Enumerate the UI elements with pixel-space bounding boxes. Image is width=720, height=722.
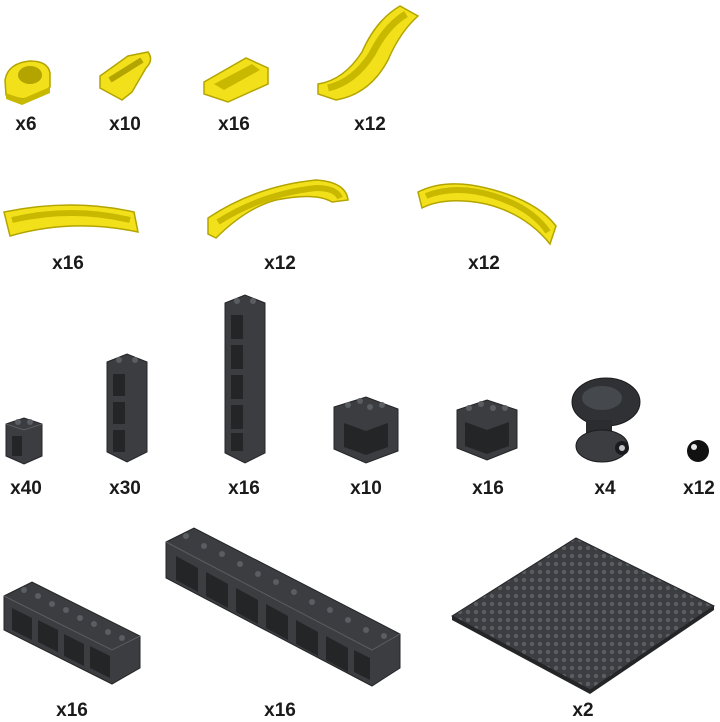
gray-extra-long-beam-icon: [165, 527, 401, 687]
yellow-short-curve-icon: [99, 51, 152, 101]
yellow-bend-curve-icon: [417, 183, 557, 246]
gray-bridge-block-icon: [333, 396, 399, 464]
qty-yellow-straight-channel: x16: [218, 114, 250, 135]
qty-yellow-slope-ramp: x12: [354, 114, 386, 135]
qty-gray-motor: x4: [594, 478, 616, 499]
qty-yellow-bend-curve: x12: [468, 253, 500, 274]
gray-single-block-icon: [5, 417, 43, 465]
qty-gray-triple-tower: x30: [109, 478, 141, 499]
gray-long-beam-icon: [3, 581, 141, 685]
qty-yellow-end-cap: x6: [15, 114, 37, 135]
qty-gray-tall-tower: x16: [228, 478, 260, 499]
qty-gray-single-block: x40: [10, 478, 42, 499]
qty-gray-double-block: x16: [472, 478, 504, 499]
yellow-straight-channel-icon: [203, 57, 269, 103]
gray-triple-tower-icon: [106, 353, 148, 463]
yellow-long-curve-icon: [3, 204, 139, 237]
yellow-end-cap-icon: [4, 60, 51, 105]
qty-yellow-long-curve: x16: [52, 253, 84, 274]
ball-icon: [687, 440, 709, 462]
gray-double-block-icon: [456, 399, 518, 461]
qty-gray-baseplate: x2: [572, 700, 594, 721]
qty-gray-long-beam: x16: [56, 700, 88, 721]
qty-yellow-short-curve: x10: [109, 114, 141, 135]
yellow-slope-ramp-icon: [317, 5, 420, 101]
qty-gray-bridge-block: x10: [350, 478, 382, 499]
yellow-arch-curve-icon: [207, 179, 349, 239]
qty-gray-extra-long-beam: x16: [264, 700, 296, 721]
qty-yellow-arch-curve: x12: [264, 253, 296, 274]
gray-tall-tower-icon: [224, 294, 266, 464]
qty-gray-ball: x12: [683, 478, 715, 499]
motor-icon: [571, 377, 641, 463]
baseplate-icon: [451, 537, 715, 694]
